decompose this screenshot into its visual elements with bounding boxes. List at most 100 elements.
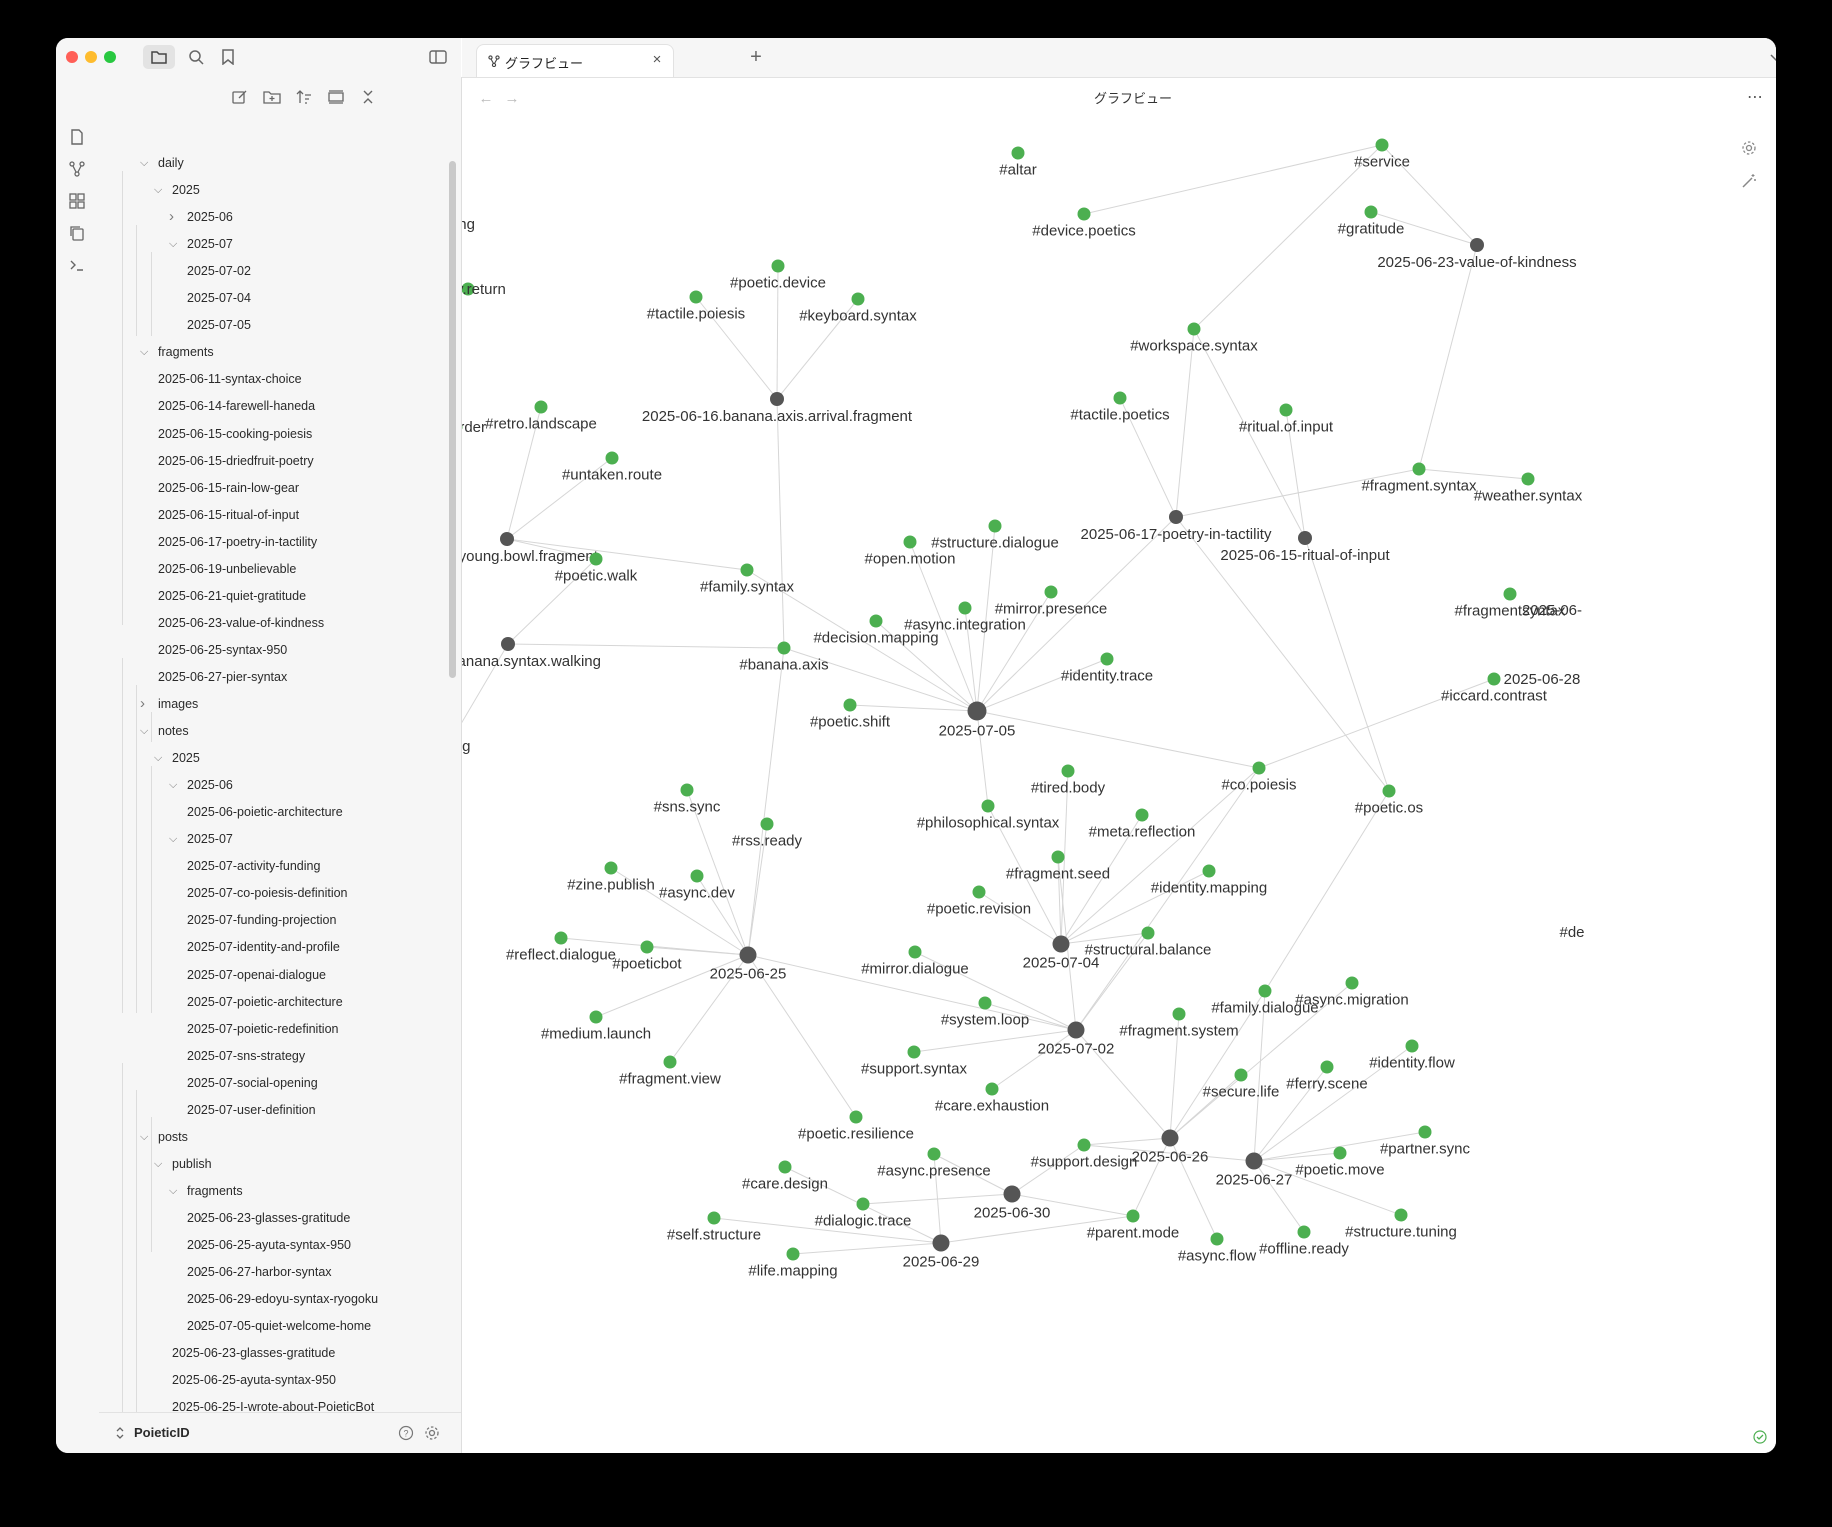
graph-tag-node[interactable]: #structural.balance [1085,926,1212,959]
tab-close-button[interactable]: × [652,51,662,68]
graph-note-node[interactable]: 2025-06-25 [710,946,787,983]
chevron-down-icon[interactable]: ⌵ [154,1157,163,1170]
tag-node-dot[interactable] [972,885,986,899]
tree-file[interactable]: 2025-06-poietic-architecture [187,805,343,820]
tree-folder[interactable]: 2025 [172,183,200,198]
tag-node-dot[interactable] [1077,207,1091,221]
graph-canvas[interactable]: 2025-07-052025-07-042025-07-022025-06-25… [462,115,1776,1453]
note-node-dot[interactable] [1003,1185,1021,1203]
tree-folder[interactable]: 2025-06-27-harbor-syntax [187,1265,332,1280]
zoom-window-button[interactable] [104,51,116,63]
graph-tag-node[interactable]: #poetic.os [1355,784,1423,817]
tree-folder[interactable]: 2025-06 [187,778,233,793]
tag-node-dot[interactable] [856,1197,870,1211]
tree-file[interactable]: 2025-06-21-quiet-gratitude [158,588,307,603]
chevron-down-icon[interactable]: ⌵ [140,157,149,169]
tag-node-dot[interactable] [690,869,704,883]
graph-tag-node[interactable]: #partner.sync [1380,1125,1471,1158]
chevron-right-icon[interactable]: › [198,1317,203,1335]
new-tab-button[interactable]: + [750,45,762,68]
graph-tag-node[interactable]: #co.poiesis [1221,761,1297,794]
graph-tag-node[interactable]: #identity.flow [1369,1039,1455,1072]
chevron-down-icon[interactable]: ⌵ [169,779,178,792]
tag-node-dot[interactable] [851,292,865,306]
tree-file[interactable]: 2025-06-27-pier-syntax [158,669,288,684]
tree-folder[interactable]: posts [158,1129,188,1144]
tag-node-dot[interactable] [1051,850,1065,864]
tag-node-dot[interactable] [1394,1208,1408,1222]
tree-folder[interactable]: 2025-06-29-edoyu-syntax-ryogoku [187,1292,379,1307]
graph-tag-node[interactable]: #zine.publish [567,861,655,894]
tag-node-dot[interactable] [1364,205,1378,219]
tree-file[interactable]: 2025-06-25-ayuta-syntax-950 [172,1373,336,1388]
tree-file[interactable]: 2025-06-25-syntax-950 [158,642,288,657]
tag-node-dot[interactable] [903,535,917,549]
tag-node-dot[interactable] [1521,472,1535,486]
tree-folder[interactable]: 2025-06-25-ayuta-syntax-950 [187,1238,351,1252]
tag-node-dot[interactable] [907,1045,921,1059]
graph-tag-node[interactable]: #family.syntax [700,563,794,596]
graph-tag-node[interactable]: #care.exhaustion [935,1082,1049,1115]
tree-file[interactable]: 2025-06-15-ritual-of-input [158,507,300,522]
graph-tag-node[interactable]: #poeticbot [612,940,682,973]
chevron-down-icon[interactable]: ⌵ [140,725,149,738]
graph-tag-node[interactable]: #poetic.revision [927,885,1031,918]
graph-note-node[interactable]: 2025-07-04 [1023,935,1100,972]
graph-note-node[interactable]: 2025-06-17-poetry-in-tactility [1081,510,1272,543]
tag-node-dot[interactable] [1258,984,1272,998]
tree-folder[interactable]: publish [172,1156,212,1171]
tag-node-dot[interactable] [534,400,548,414]
chevron-down-icon[interactable]: ⌵ [169,238,178,251]
tree-file[interactable]: 2025-06-15-driedfruit-poetry [158,453,314,468]
graph-tag-node[interactable]: #support.syntax [861,1045,967,1078]
canvas-icon[interactable] [67,191,87,211]
chevron-down-icon[interactable]: ⌵ [169,833,178,846]
tag-node-dot[interactable] [605,451,619,465]
tree-file[interactable]: 2025-07-poietic-architecture [187,994,343,1009]
tag-node-dot[interactable] [978,996,992,1010]
tag-node-dot[interactable] [1418,1125,1432,1139]
note-node-dot[interactable] [1298,531,1312,545]
graph-tag-node[interactable]: #secure.life [1203,1068,1280,1101]
graph-tag-node[interactable]: #meta.reflection [1089,808,1196,841]
tag-node-dot[interactable] [849,1110,863,1124]
graph-tag-node[interactable]: #system.loop [941,996,1029,1029]
tree-folder[interactable]: 2025-07 [187,237,233,252]
graph-tag-node[interactable]: #async.migration [1295,976,1409,1009]
tag-node-dot[interactable] [462,421,463,434]
graph-tag-node[interactable]: #family.dialogue [1211,984,1319,1017]
tag-node-dot[interactable] [680,783,694,797]
sidebar-scrollbar[interactable] [449,161,456,678]
note-node-dot[interactable] [770,392,784,406]
graph-tag-node[interactable]: #banana.axis [739,641,829,674]
tree-file[interactable]: 2025-06-25-I-wrote-about-PoieticBot [172,1400,375,1415]
graph-tag-node[interactable]: #offline.ready [1259,1225,1349,1258]
note-node-dot[interactable] [1470,238,1484,252]
graph-note-node[interactable]: 2025-06-15-ritual-of-input [1220,531,1390,564]
tree-file[interactable]: 2025-07-social-opening [187,1075,318,1090]
graph-tag-node[interactable]: #tactile.poiesis [647,290,745,323]
tag-node-dot[interactable] [1113,391,1127,405]
graph-tag-node[interactable]: #structure.dialogue [931,519,1059,552]
tag-node-dot[interactable] [1077,1138,1091,1152]
tag-node-dot[interactable] [707,1211,721,1225]
graph-tag-node[interactable]: #ritual.of.input [1239,403,1334,436]
tag-node-dot[interactable] [1333,1146,1347,1160]
graph-tag-node[interactable]: #fragmentsyntax [1455,587,1566,620]
tag-node-dot[interactable] [1126,1209,1140,1223]
chevron-down-icon[interactable]: ⌵ [169,1184,178,1197]
note-node-dot[interactable] [1067,1021,1085,1039]
chevron-up-down-icon[interactable] [113,1424,127,1442]
tag-node-dot[interactable] [1172,1007,1186,1021]
graph-tag-node[interactable]: #untaken.route [562,451,662,484]
graph-tag-node[interactable]: #open.motion [865,535,956,568]
tag-node-dot[interactable] [786,1247,800,1261]
tree-file[interactable]: 2025-07-co-poiesis-definition [187,886,348,901]
tag-node-dot[interactable] [640,940,654,954]
note-node-dot[interactable] [1161,1129,1179,1147]
chevron-down-icon[interactable]: ⌵ [154,752,163,765]
graph-tag-node[interactable]: 2025-06-28 [1504,671,1581,688]
graph-tag-node[interactable]: #mirror.dialogue [861,945,969,978]
note-node-dot[interactable] [500,532,514,546]
graph-tag-node[interactable]: #sns.sync [654,783,721,816]
